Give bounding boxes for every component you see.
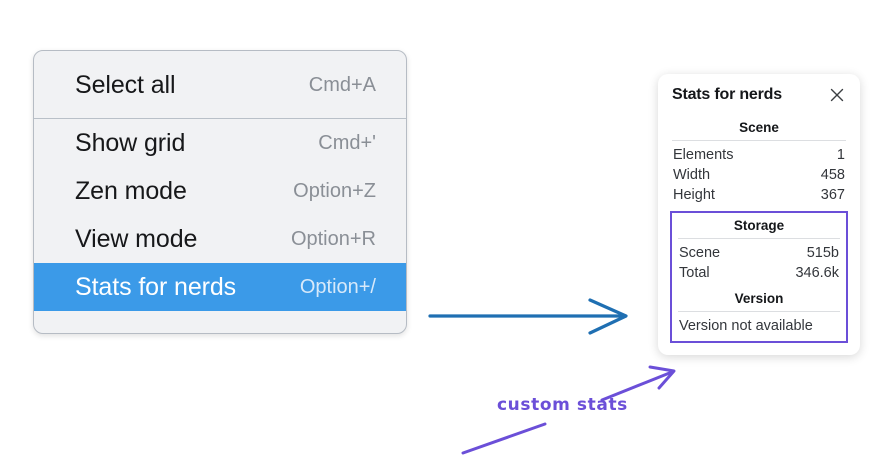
stat-row: Height 367 xyxy=(670,185,848,205)
version-section-title: Version xyxy=(734,291,784,306)
stat-row: Elements 1 xyxy=(670,145,848,165)
menu-item-label: Zen mode xyxy=(75,176,187,205)
menu-group-1: Select all Cmd+A xyxy=(34,61,406,109)
stat-key: Elements xyxy=(673,147,734,163)
stats-panel-header: Stats for nerds xyxy=(670,84,848,104)
purple-arrow-annotation xyxy=(600,365,676,402)
stat-key: Height xyxy=(673,187,715,203)
stat-row: Scene 515b xyxy=(676,243,842,263)
purple-underline-annotation xyxy=(461,422,547,455)
menu-item-shortcut: Cmd+' xyxy=(318,131,376,154)
scene-section-title: Scene xyxy=(739,120,779,135)
section-divider xyxy=(672,140,846,141)
stats-panel: Stats for nerds Scene Elements 1 Width 4… xyxy=(658,74,860,355)
section-divider xyxy=(678,238,840,239)
menu-item-select-all[interactable]: Select all Cmd+A xyxy=(34,61,406,109)
menu-item-label: View mode xyxy=(75,224,198,253)
menu-top-padding xyxy=(34,51,406,61)
section-divider xyxy=(678,311,840,312)
menu-item-shortcut: Option+Z xyxy=(293,179,376,202)
stat-value: 1 xyxy=(836,147,845,163)
stat-value: 458 xyxy=(820,167,845,183)
stat-key: Width xyxy=(673,167,711,183)
menu-item-zen-mode[interactable]: Zen mode Option+Z xyxy=(34,167,406,215)
menu-item-label: Select all xyxy=(75,70,176,99)
menu-item-shortcut: Option+R xyxy=(290,227,376,250)
menu-item-shortcut: Option+/ xyxy=(299,275,376,298)
close-icon[interactable] xyxy=(828,86,846,104)
menu-item-label: Stats for nerds xyxy=(75,272,237,301)
storage-section-title: Storage xyxy=(733,218,785,233)
storage-section: Storage Scene 515b Total 346.6k xyxy=(676,216,842,283)
menu-item-view-mode[interactable]: View mode Option+R xyxy=(34,215,406,263)
menu-separator xyxy=(34,118,406,119)
stat-key: Total xyxy=(679,265,710,281)
stat-row: Total 346.6k xyxy=(676,263,842,283)
custom-stats-block: Storage Scene 515b Total 346.6k Version … xyxy=(670,211,848,343)
menu-item-show-grid[interactable]: Show grid Cmd+' xyxy=(34,119,406,167)
stat-value: 367 xyxy=(820,187,845,203)
scene-section: Scene Elements 1 Width 458 Height 367 xyxy=(670,118,848,205)
version-section: Version Version not available xyxy=(676,283,842,336)
version-text: Version not available xyxy=(679,318,813,334)
menu-group-2: Show grid Cmd+' Zen mode Option+Z View m… xyxy=(34,119,406,311)
stat-value: 515b xyxy=(806,245,839,261)
context-menu: Select all Cmd+A Show grid Cmd+' Zen mod… xyxy=(33,50,407,334)
menu-item-label: Show grid xyxy=(75,128,186,157)
stats-panel-title: Stats for nerds xyxy=(672,86,782,103)
stat-row: Width 458 xyxy=(670,165,848,185)
menu-bottom-padding xyxy=(34,311,406,333)
blue-arrow-annotation xyxy=(428,298,628,335)
menu-item-stats-for-nerds[interactable]: Stats for nerds Option+/ xyxy=(34,263,406,311)
custom-stats-annotation-label: custom stats xyxy=(497,395,628,415)
stat-key: Scene xyxy=(679,245,721,261)
menu-item-shortcut: Cmd+A xyxy=(308,73,376,96)
stat-value: 346.6k xyxy=(795,265,839,281)
